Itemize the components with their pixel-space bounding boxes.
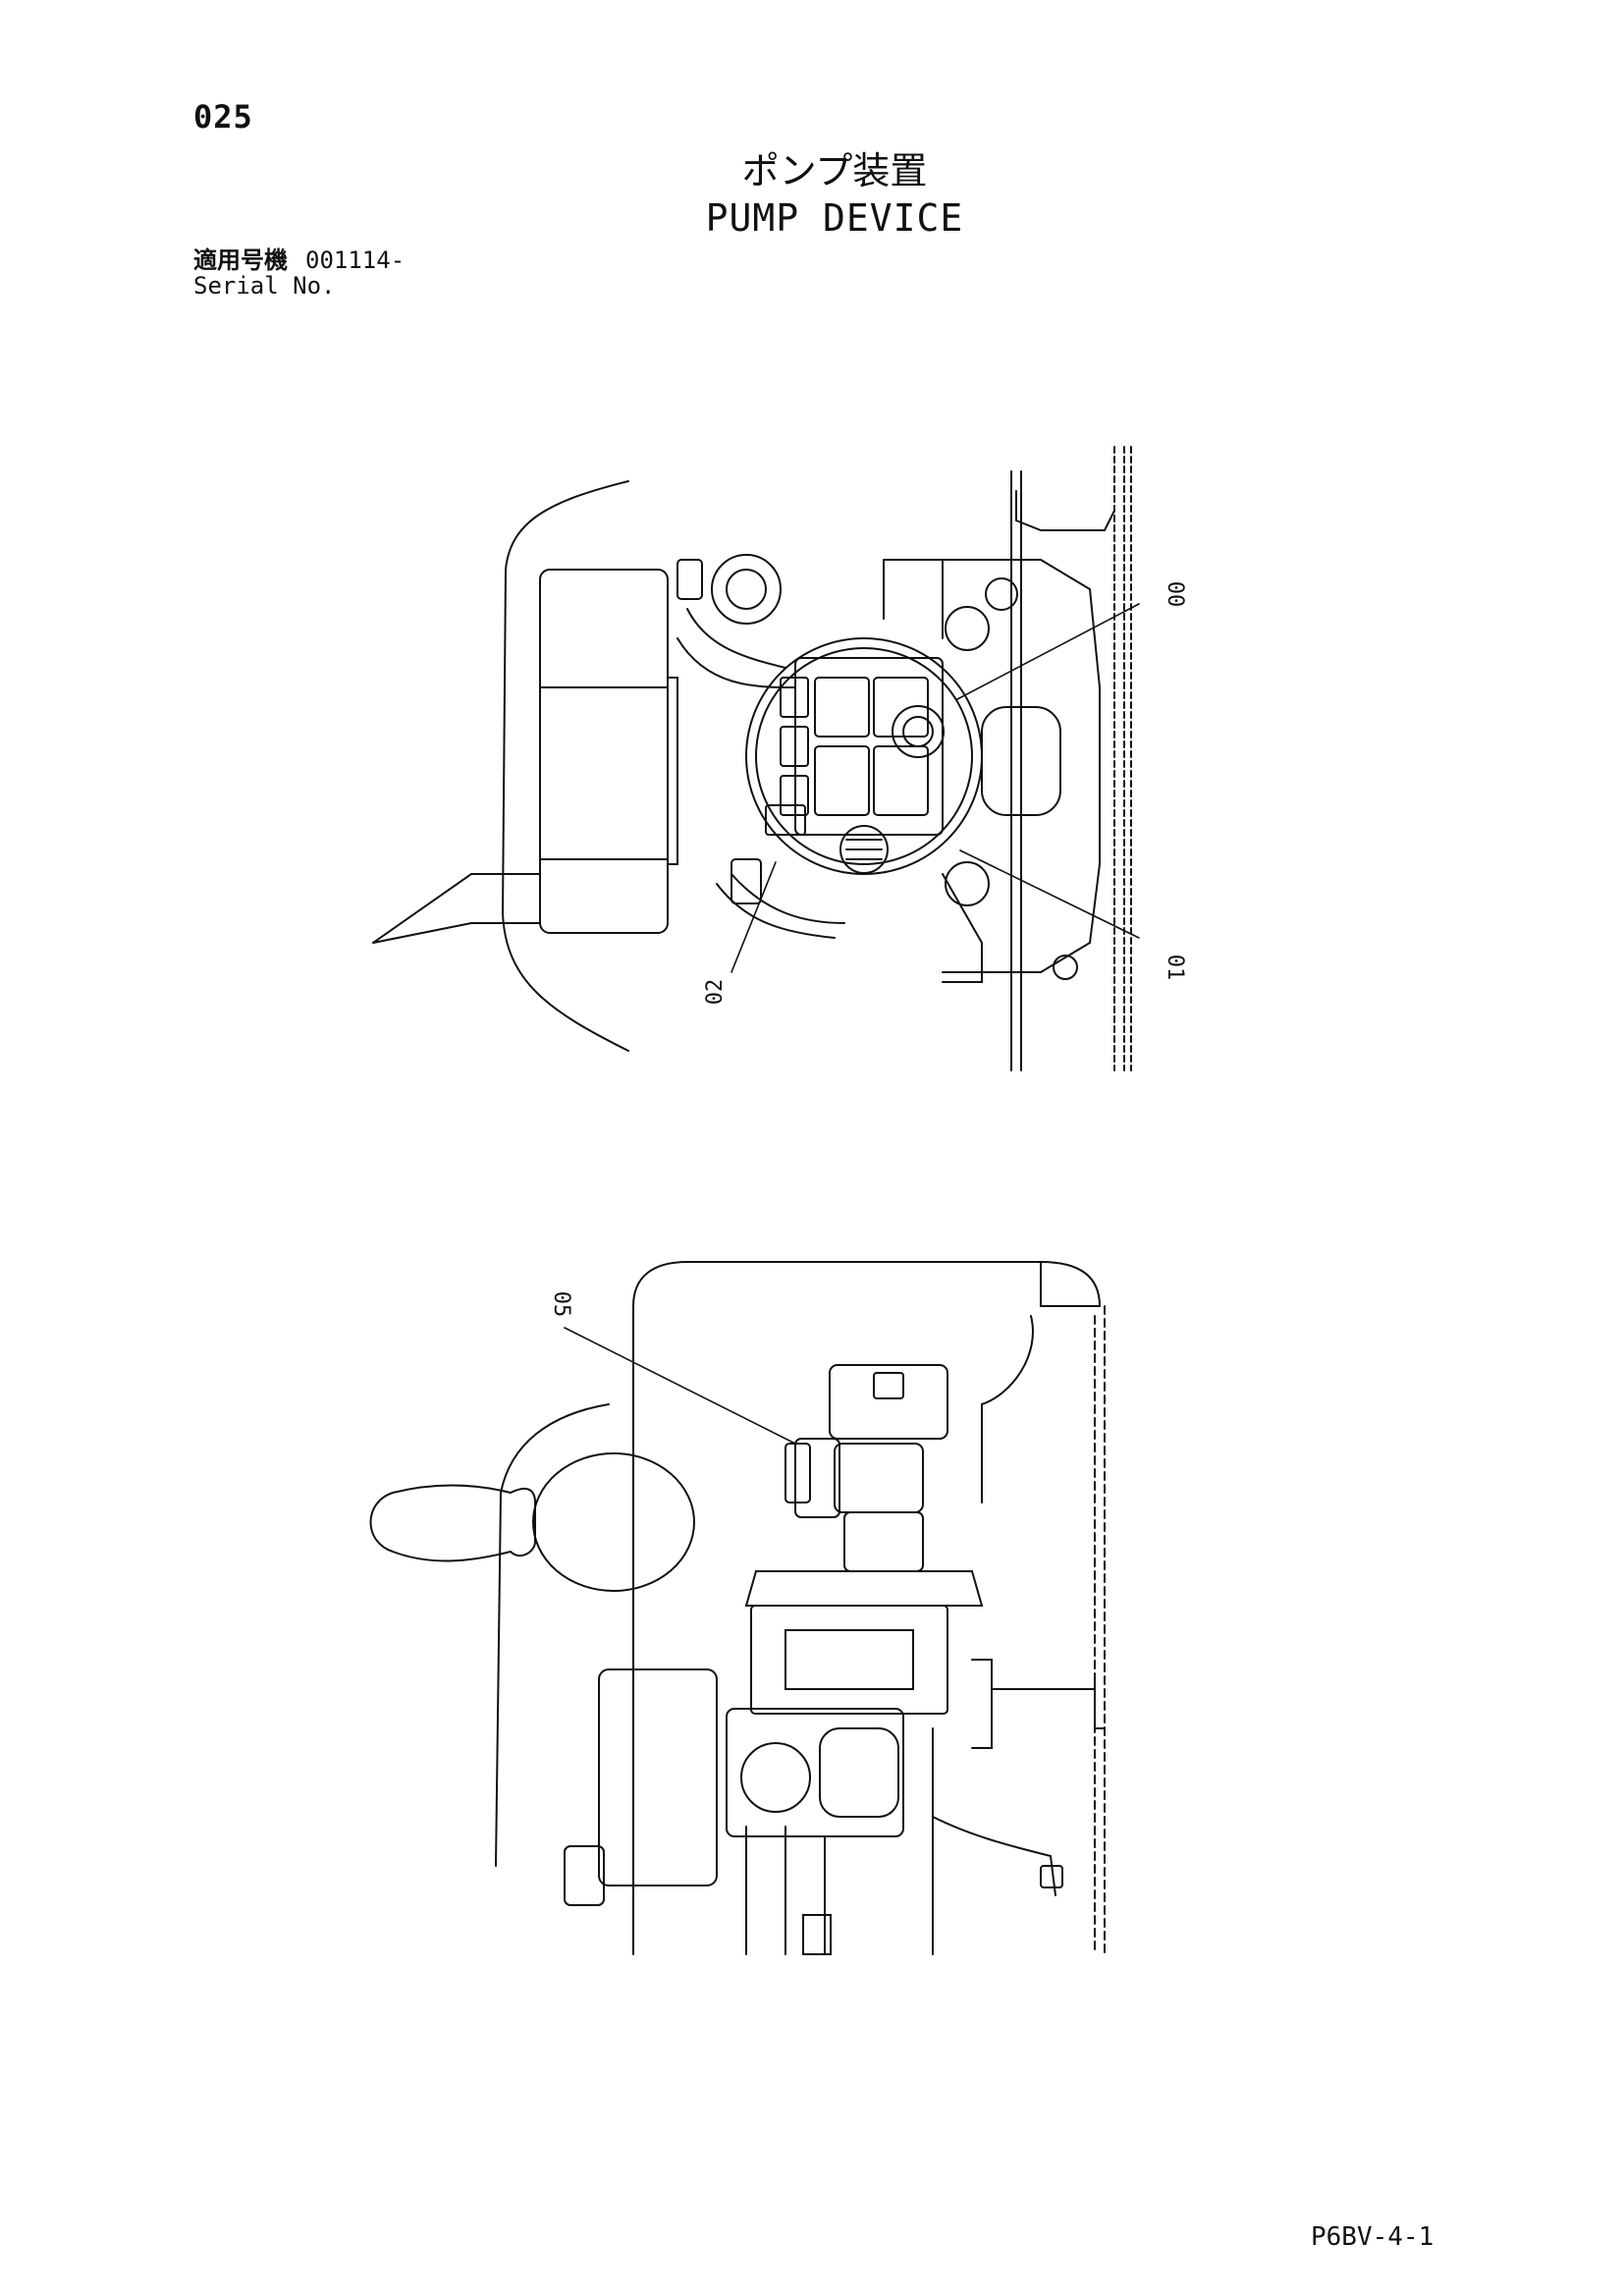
serial-row: 適用号機 001114-: [193, 247, 405, 273]
serial-label-jp: 適用号機: [193, 246, 288, 274]
document-code: P6BV-4-1: [1311, 2222, 1434, 2252]
serial-value: 001114-: [305, 246, 406, 274]
callout-00: 00: [1163, 581, 1187, 608]
page-title-en: PUMP DEVICE: [705, 196, 964, 240]
title-block: ポンプ装置 PUMP DEVICE: [589, 147, 1080, 242]
top-view-drawing: [372, 446, 1132, 1071]
top-view-callout-leaders: [730, 603, 1140, 973]
callout-01: 01: [1163, 955, 1187, 981]
serial-block: 適用号機 001114- Serial No.: [193, 247, 405, 299]
page-number: 025: [193, 98, 253, 136]
callout-02: 02: [703, 979, 728, 1006]
callout-05: 05: [549, 1291, 573, 1318]
side-view-callout-leaders: [564, 1327, 796, 1445]
serial-label-en: Serial No.: [193, 272, 336, 300]
side-view-drawing: [369, 1261, 1106, 1955]
page-title-jp: ポンプ装置: [741, 149, 928, 192]
